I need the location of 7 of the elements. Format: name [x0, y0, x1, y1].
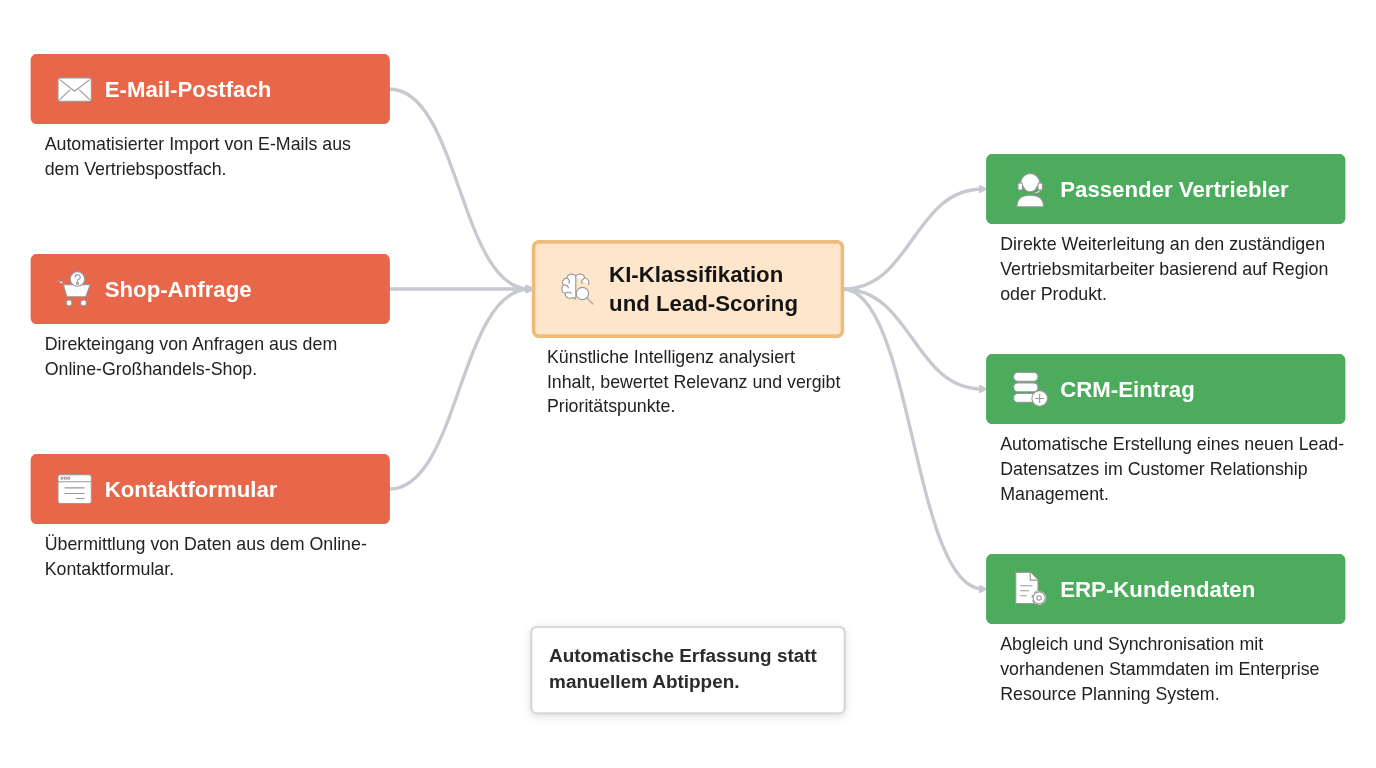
node-description: Direkteingang von Anfragen aus dem Online-Großhandels-Shop.	[44, 334, 338, 379]
node-description: Abgleich und Synchronisation mit vorhandenen Stammdaten im Enterprise Resource Planning System.	[1000, 634, 1320, 704]
node-description: Künstliche Intelligenz analysiert Inhalt, bewertet Relevanz und vergibt Prioritätspunkte.	[546, 347, 841, 416]
node-description: Übermittlung von Daten aus dem Online-Kontaktformular.	[44, 534, 367, 579]
node-description: Direkte Weiterleitung an den zuständigen Vertriebsmitarbeiter basierend auf Region oder Produkt.	[1000, 234, 1329, 304]
node-description: Automatisierter Import von E-Mails aus dem Vertriebspostfach.	[44, 134, 351, 179]
node-description: Automatische Erstellung eines neuen Lead-Datensatzes im Customer Relationship Management.	[1000, 434, 1345, 504]
